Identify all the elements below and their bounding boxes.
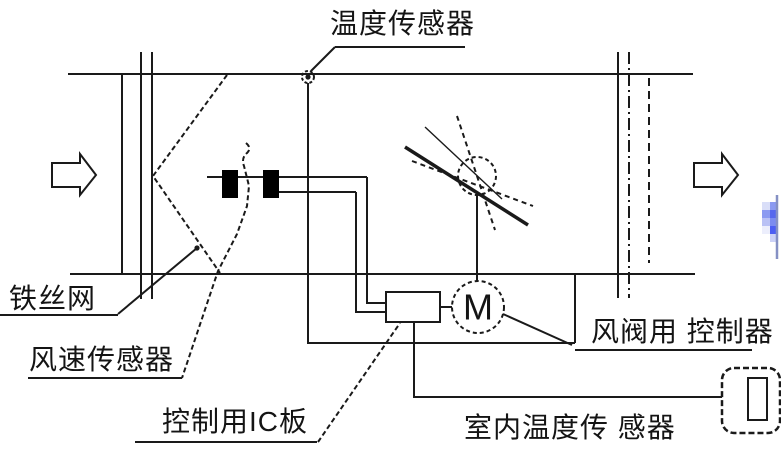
temperature-sensor-wire [307, 83, 575, 344]
ic-board-leader [317, 322, 401, 443]
outlet-flange-lines [617, 52, 650, 298]
inlet-flange-lines [121, 52, 153, 299]
motor-letter: M [463, 286, 493, 328]
temperature-sensor-probe [301, 70, 315, 84]
label-wire-mesh: 铁丝网 [9, 283, 97, 314]
label-wind-speed-sensor: 风速传感器 [29, 344, 175, 375]
indoor-sensor-wire [413, 322, 722, 398]
wire-mesh-leader-dot [194, 245, 200, 251]
temperature-sensor-leader [310, 46, 336, 72]
wind-speed-sensor-leader [181, 142, 251, 379]
airflow-out-arrow-icon [693, 151, 740, 198]
label-indoor-temperature-sensor: 室内温度传 感器 [464, 412, 676, 443]
label-control-ic-board: 控制用IC板 [162, 406, 309, 437]
indoor-sensor-device [720, 366, 781, 435]
wire-mesh-screen [151, 74, 228, 274]
blue-artifact [762, 195, 779, 259]
sensor-wire-inner [355, 192, 386, 313]
wire-mesh-leader [117, 247, 198, 315]
sensor-wire-outer [366, 177, 386, 304]
label-temperature-sensor: 温度传感器 [330, 8, 476, 39]
damper-controller-leader [502, 313, 573, 346]
wind-speed-sensor [207, 170, 367, 198]
ic-board-box [385, 291, 441, 323]
motor-circle [451, 280, 505, 334]
label-damper-controller: 风阀用 控制器 [591, 316, 774, 347]
airflow-in-arrow-icon [51, 151, 98, 198]
damper-blades [404, 115, 534, 231]
